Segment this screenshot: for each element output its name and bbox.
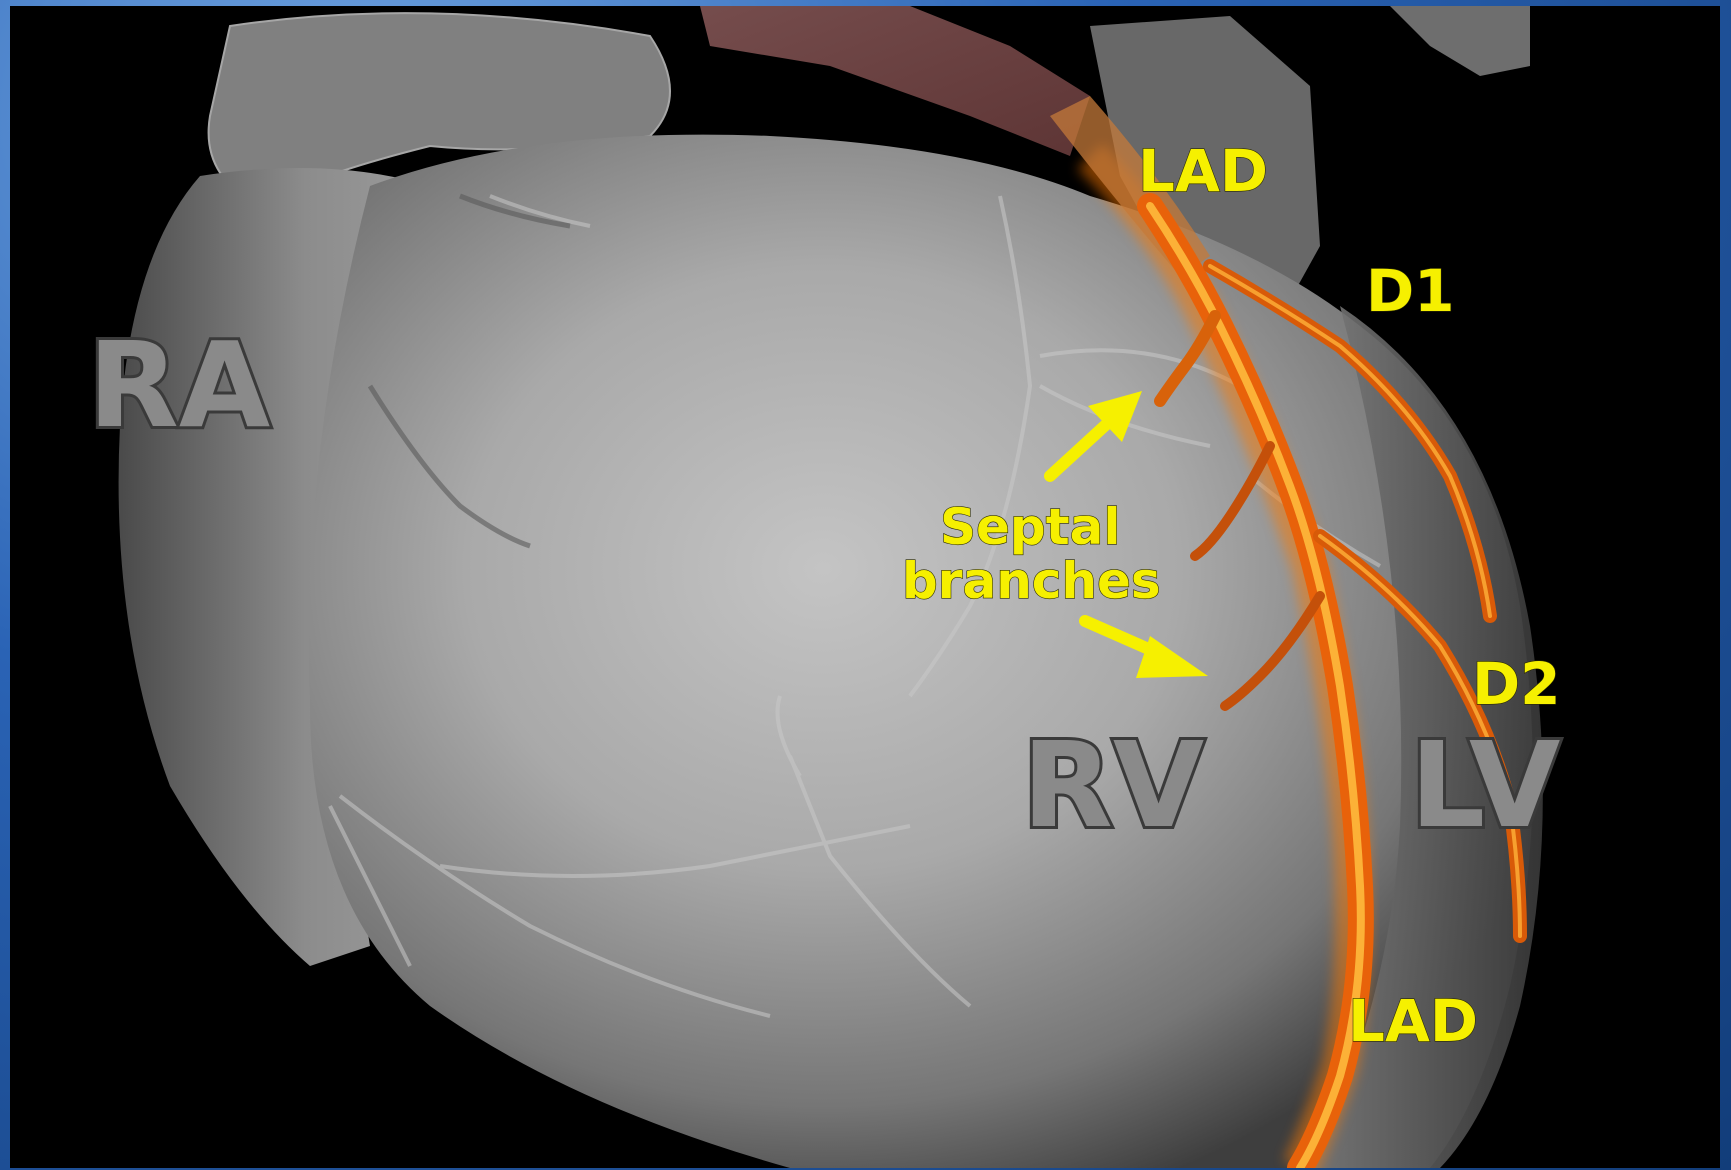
- label-rv: RV: [1022, 716, 1204, 854]
- aorta-stub: [1390, 6, 1530, 76]
- image-panel: RA RV LV LAD D1 Septal branches D2 LAD: [10, 6, 1720, 1168]
- label-septal-line1: Septal: [940, 498, 1121, 556]
- label-lad-bottom: LAD: [1348, 987, 1478, 1055]
- label-septal-line2: branches: [902, 552, 1161, 610]
- label-ra: RA: [88, 316, 270, 454]
- label-lv: LV: [1410, 716, 1560, 854]
- heart-diagram: RA RV LV LAD D1 Septal branches D2 LAD: [10, 6, 1720, 1168]
- pulmonary-trunk: [700, 6, 1090, 156]
- label-d2: D2: [1472, 650, 1561, 718]
- label-lad-top: LAD: [1138, 137, 1268, 205]
- label-d1: D1: [1366, 257, 1455, 325]
